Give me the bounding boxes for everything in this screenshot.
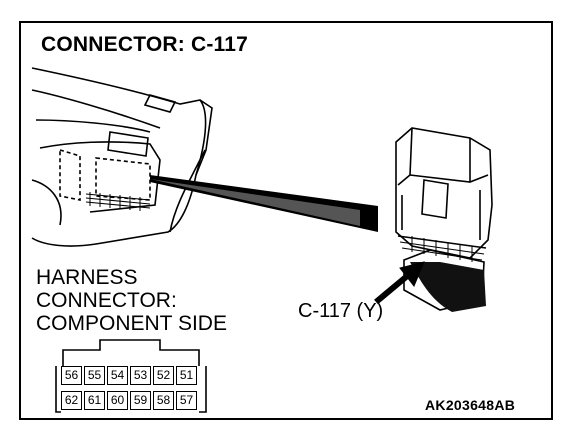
dashboard-drawing (31, 67, 213, 247)
diagram-frame (19, 21, 553, 420)
pin-52: 52 (153, 366, 174, 385)
harness-bundle (410, 262, 486, 312)
pin-62: 62 (61, 391, 82, 410)
harness-label-line2: CONNECTOR: (36, 289, 177, 312)
pin-58: 58 (153, 391, 174, 410)
pin-51: 51 (176, 366, 197, 385)
ecu-ribs (399, 236, 485, 262)
pin-57: 57 (176, 391, 197, 410)
pin-55: 55 (84, 366, 105, 385)
harness-label-line1: HARNESS (36, 266, 138, 289)
connector-callout-label: C-117 (Y) (298, 300, 384, 322)
harness-connector-label: HARNESS CONNECTOR: COMPONENT SIDE (36, 266, 227, 335)
figure-id: AK203648AB (425, 397, 516, 413)
zoom-beam-shade (150, 179, 360, 226)
ecu-connector-drawing (395, 127, 493, 311)
pin-59: 59 (130, 391, 151, 410)
harness-connector-outline (55, 339, 207, 413)
diagram-title: CONNECTOR: C-117 (41, 33, 249, 56)
dashboard-hatching (85, 192, 151, 211)
harness-label-line3: COMPONENT SIDE (36, 312, 227, 335)
pin-56: 56 (61, 366, 82, 385)
callout-arrow (374, 261, 425, 305)
pin-60: 60 (107, 391, 128, 410)
pin-face: 56 55 54 53 52 51 62 61 60 59 58 57 (61, 366, 199, 412)
pin-61: 61 (84, 391, 105, 410)
pin-54: 54 (107, 366, 128, 385)
pin-53: 53 (130, 366, 151, 385)
